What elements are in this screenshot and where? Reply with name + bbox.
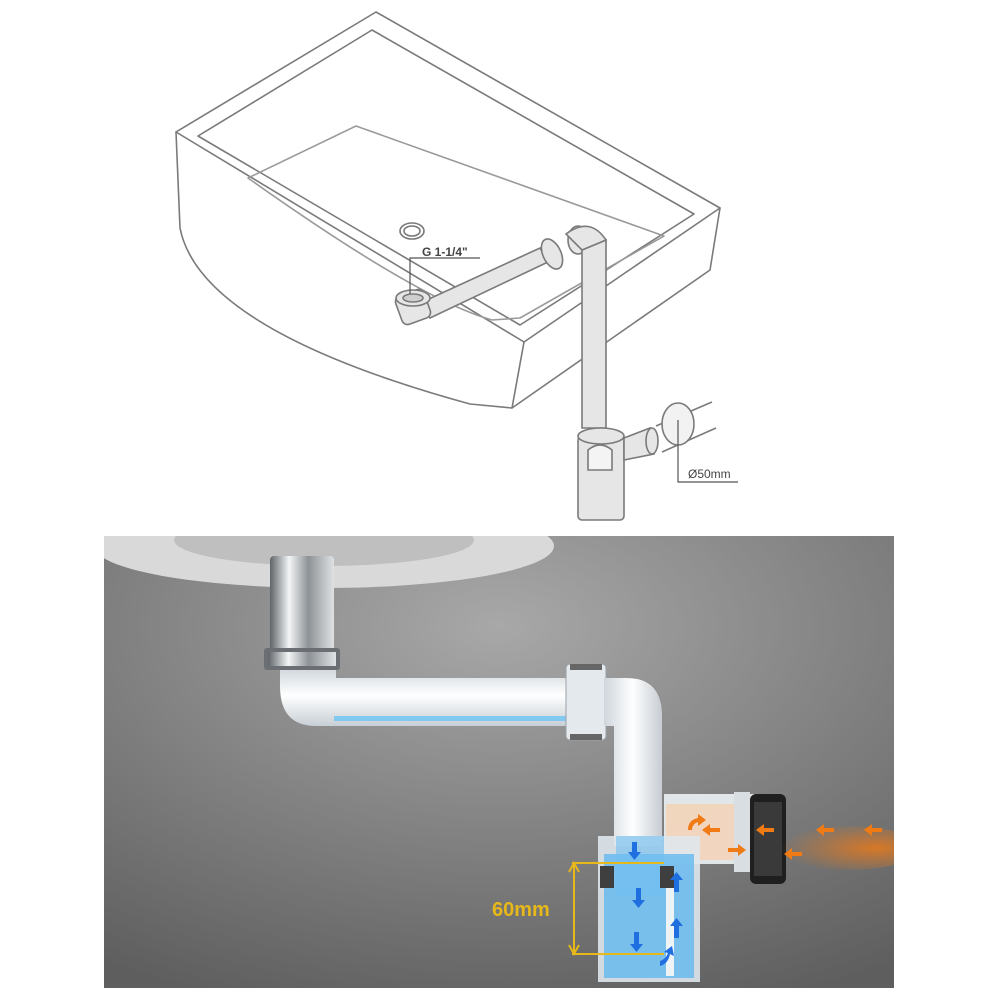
water-flow-arrow-icon [630, 932, 643, 952]
sewer-gas-arrow-icon [688, 814, 706, 830]
chrome-waste-fitting [270, 556, 334, 666]
thread-size-label: G 1-1/4" [422, 245, 468, 259]
sewer-gas-arrow-icon [756, 824, 774, 836]
water-flow-arrow-icon [670, 918, 683, 938]
trap-cutaway-scene: 60mm [104, 536, 894, 988]
water-flow-arrow-icon [628, 842, 641, 860]
sewer-gas-arrows [688, 814, 882, 860]
water-flow-arrow-icon [660, 946, 674, 966]
water-flow-arrow-icon [632, 888, 645, 908]
trap-cutaway-render: 60mm [104, 536, 894, 988]
basin-body [175, 131, 721, 409]
basin-bowl-floor [247, 125, 665, 321]
water-seal-depth-label: 60mm [492, 899, 550, 921]
scene-background [104, 536, 894, 988]
vertical-drop-pipe [581, 238, 607, 429]
water-flow-arrow-icon [670, 872, 683, 892]
sewer-gas-arrow-icon [728, 844, 746, 856]
basin-inner-edge [197, 29, 695, 326]
sink-line-art: G 1-1/4" Ø50mm [175, 11, 738, 521]
pipe-diameter-label: Ø50mm [688, 467, 731, 481]
sewer-gas-arrow-icon [784, 848, 802, 860]
sewer-gas-arrow-icon [702, 824, 720, 836]
sewer-gas-arrow-icon [816, 824, 834, 836]
pipe-coupling [565, 663, 607, 741]
water-seal-dimension [568, 860, 664, 957]
sewer-gas-arrow-icon [864, 824, 882, 836]
water-flow-arrows [628, 842, 683, 966]
horizontal-pipe [280, 670, 574, 726]
installation-line-drawing: G 1-1/4" Ø50mm [175, 11, 738, 521]
drain-hole [399, 222, 425, 240]
